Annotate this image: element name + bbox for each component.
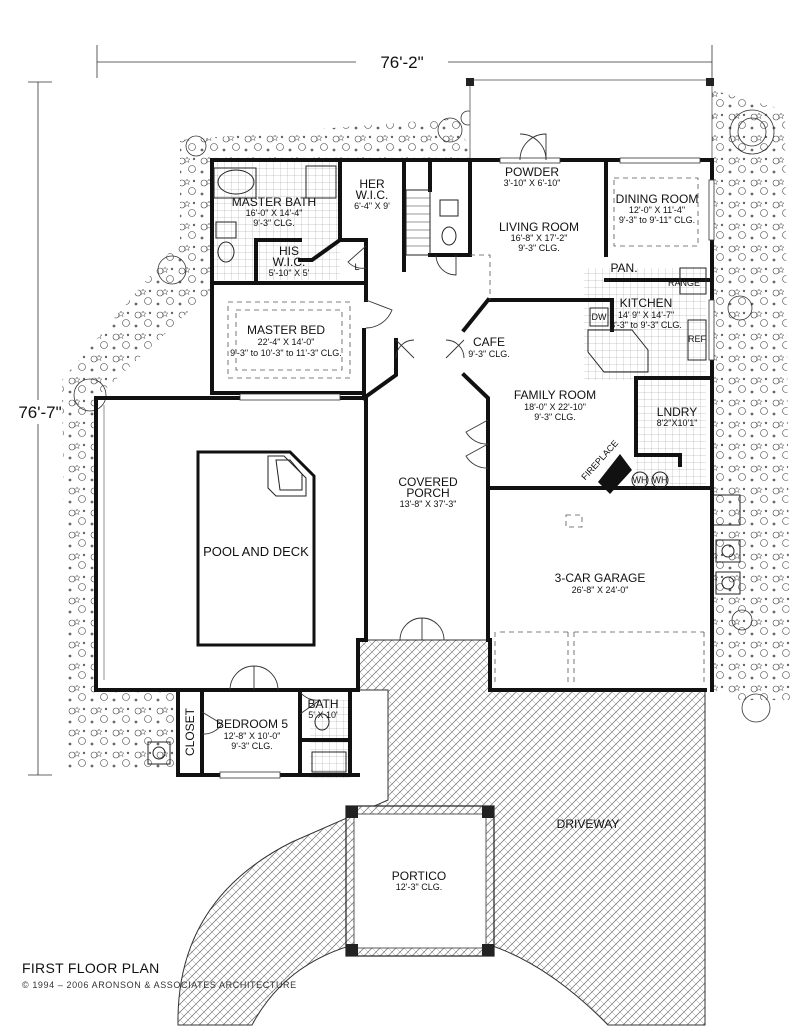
master-bath-size: 16'-0" X 14'-4" bbox=[246, 208, 303, 218]
dimension-lines bbox=[8, 45, 713, 776]
pool bbox=[103, 405, 316, 680]
overall-width-dimension: 76'-2" bbox=[380, 53, 423, 72]
family-room-ceiling: 9'-3" CLG. bbox=[534, 412, 575, 422]
his-wic-label2: W.I.C. bbox=[273, 255, 306, 269]
powder-room-size: 3'-10" X 6'-10" bbox=[504, 178, 561, 188]
laundry-size: 8'2"X10'1" bbox=[657, 418, 698, 428]
hardscape bbox=[147, 78, 741, 1026]
master-bed-label: MASTER BED bbox=[247, 323, 325, 337]
doors bbox=[201, 133, 547, 735]
cafe-label: CAFE bbox=[473, 335, 505, 349]
linen-closet-label: L bbox=[354, 262, 359, 272]
dining-room-ceiling: 9'-3" to 9'-11" CLG. bbox=[619, 215, 695, 225]
her-wic-size: 6'-4" X 9' bbox=[354, 201, 390, 211]
tiled-floors bbox=[214, 162, 706, 778]
living-room-ceiling: 9'-3" CLG. bbox=[518, 243, 559, 253]
range-label: RANGE bbox=[668, 278, 700, 288]
his-wic-size: 5'-10" X 5' bbox=[269, 268, 310, 278]
bath-label: BATH bbox=[307, 697, 338, 711]
water-heater-label-1: WH bbox=[633, 475, 648, 485]
her-wic-label: HER bbox=[359, 177, 385, 191]
family-room-size: 18'-0" X 22'-10" bbox=[524, 402, 586, 412]
copyright-notice: © 1994 – 2006 ARONSON & ASSOCIATES ARCHI… bbox=[22, 980, 297, 990]
closet-label: CLOSET bbox=[183, 707, 197, 756]
dining-room-label: DINING ROOM bbox=[616, 192, 699, 206]
powder-room-label: POWDER bbox=[505, 165, 559, 179]
master-bed-size: 22'-4" X 14'-0" bbox=[258, 337, 315, 347]
cafe-ceiling: 9'-3" CLG. bbox=[468, 349, 509, 359]
master-bed-ceiling: 9'-3" to 10'-3" to 11'-3" CLG. bbox=[230, 348, 342, 358]
kitchen-size: 14' 9" X 14'-7" bbox=[618, 310, 674, 320]
driveway-label: DRIVEWAY bbox=[557, 817, 620, 831]
portico-label: PORTICO bbox=[392, 869, 446, 883]
bath-size: 5' X 10' bbox=[308, 710, 338, 720]
kitchen-ceiling: 8'-3" to 9'-3" CLG. bbox=[610, 320, 682, 330]
pantry-label: PAN. bbox=[610, 261, 637, 275]
landscaping bbox=[62, 90, 790, 770]
covered-porch-label: COVERED bbox=[398, 475, 458, 489]
living-room-size: 16'-8" X 17'-2" bbox=[511, 233, 568, 243]
master-bath-ceiling: 9'-3" CLG. bbox=[253, 218, 294, 228]
dishwasher-label: DW bbox=[592, 312, 607, 322]
interior-details bbox=[213, 157, 715, 779]
pool-deck-label: POOL AND DECK bbox=[203, 544, 309, 559]
overall-depth-dimension: 76'-7" bbox=[18, 403, 61, 422]
covered-porch-size: 13'-8" X 37'-3" bbox=[400, 499, 457, 509]
water-heater-label-2: WH bbox=[653, 475, 668, 485]
refrigerator-label: REF bbox=[688, 334, 707, 344]
dining-room-size: 12'-0" X 11'-4" bbox=[629, 205, 685, 215]
bedroom-5-ceiling: 9'-3" CLG. bbox=[231, 741, 272, 751]
garage-size: 26'-8" X 24'-0" bbox=[572, 585, 629, 595]
his-wic-label: HIS bbox=[279, 244, 299, 258]
plan-title: FIRST FLOOR PLAN bbox=[22, 960, 160, 976]
master-bath-label: MASTER BATH bbox=[232, 195, 316, 209]
kitchen-label: KITCHEN bbox=[620, 296, 673, 310]
garage-label: 3-CAR GARAGE bbox=[555, 571, 646, 585]
portico-ceiling: 12'-3" CLG. bbox=[396, 882, 442, 892]
living-room-label: LIVING ROOM bbox=[499, 220, 579, 234]
covered-porch-label2: PORCH bbox=[406, 486, 449, 500]
her-wic-label2: W.I.C. bbox=[356, 188, 389, 202]
family-room-label: FAMILY ROOM bbox=[514, 388, 596, 402]
bedroom-5-label: BEDROOM 5 bbox=[216, 717, 288, 731]
bedroom-5-size: 12'-8" X 10'-0" bbox=[224, 731, 281, 741]
laundry-label: LNDRY bbox=[657, 405, 697, 419]
